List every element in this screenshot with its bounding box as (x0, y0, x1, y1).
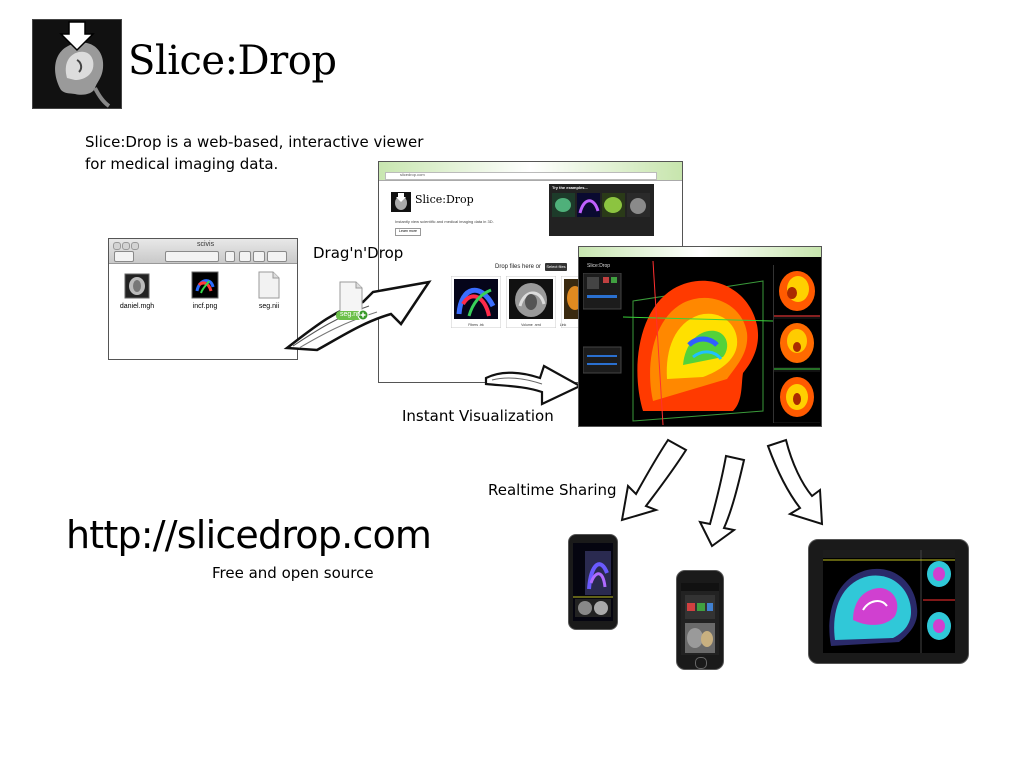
viewer-controls-panel[interactable] (583, 273, 623, 405)
3d-head-rendering[interactable] (623, 261, 773, 425)
brain-logo-icon (33, 20, 121, 108)
slicedrop-url-link[interactable]: http://slicedrop.com (66, 513, 432, 557)
visualize-arrow-icon (484, 364, 582, 406)
select-files-button[interactable]: Select files (545, 263, 567, 271)
refresh-button[interactable] (253, 251, 265, 262)
file-label: daniel.mgh (119, 303, 155, 310)
share-button[interactable] (239, 251, 251, 262)
instant-visualization-caption: Instant Visualization (402, 407, 554, 425)
view-mode-buttons[interactable] (165, 251, 219, 262)
examples-title: Try the examples... (552, 185, 588, 190)
android-phone-device (568, 534, 618, 630)
drop-files-text: Drop files here or (495, 264, 542, 270)
app-title: Slice:Drop (128, 38, 337, 84)
back-forward-button[interactable] (114, 251, 134, 262)
quick-look-button[interactable] (225, 251, 235, 262)
viewer-chrome (579, 247, 821, 257)
browser-chrome: slicedrop.com (379, 162, 682, 181)
android-phone-screen[interactable] (573, 543, 613, 621)
learn-more-button[interactable]: Learn more (395, 228, 421, 236)
ipad-device (808, 539, 969, 664)
thumbnail-caption: Volume .nrrd (521, 323, 541, 327)
link-thumbnail[interactable] (561, 276, 581, 328)
example-thumbnails[interactable] (552, 193, 652, 219)
iphone-device (676, 570, 724, 670)
volume-thumbnail[interactable] (506, 276, 556, 328)
browser-page-title: Slice:Drop (415, 193, 474, 206)
license-note: Free and open source (212, 564, 374, 582)
examples-panel: Try the examples... (549, 184, 654, 236)
thumbnail-caption: Link (559, 323, 567, 327)
minimize-window-icon[interactable] (122, 242, 130, 250)
file-label: seg.nii (258, 303, 280, 310)
iphone-screen[interactable] (681, 583, 719, 655)
address-text: slicedrop.com (400, 172, 425, 177)
finder-toolbar: scivis (109, 239, 297, 264)
slicedrop-logo (32, 19, 122, 109)
dragged-file-label: seg.nii (340, 311, 361, 318)
slice-views[interactable] (774, 265, 820, 423)
dragged-file-icon[interactable] (334, 281, 370, 323)
close-window-icon[interactable] (113, 242, 121, 250)
thumbnail-caption: Fibers .trk (468, 323, 484, 327)
slice-views-panel (773, 265, 820, 423)
address-bar[interactable]: slicedrop.com (385, 172, 657, 180)
browser-description: Instantly view scientific and medical im… (395, 219, 494, 224)
fibers-thumbnail[interactable] (451, 276, 501, 328)
mgh-file-icon[interactable] (124, 273, 150, 299)
tagline: Slice:Drop is a web-based, interactive v… (85, 133, 424, 173)
viewer-brand: Slice:Drop (587, 263, 611, 269)
finder-window: scivis daniel.mgh incf.png seg.nii (108, 238, 298, 360)
finder-title: scivis (197, 241, 215, 248)
file-label: incf.png (192, 303, 218, 310)
viewer-window: Slice:Drop (578, 246, 822, 427)
home-button-icon[interactable] (695, 657, 707, 669)
sharing-arrows-icon (620, 438, 824, 548)
png-file-icon[interactable] (191, 271, 219, 299)
drag-n-drop-caption: Drag'n'Drop (313, 244, 404, 262)
ipad-screen[interactable] (823, 550, 955, 653)
zoom-window-icon[interactable] (131, 242, 139, 250)
browser-logo-icon (391, 192, 411, 212)
realtime-sharing-caption: Realtime Sharing (488, 481, 617, 499)
nii-file-icon[interactable] (258, 271, 280, 299)
action-gear-button[interactable] (267, 251, 287, 262)
